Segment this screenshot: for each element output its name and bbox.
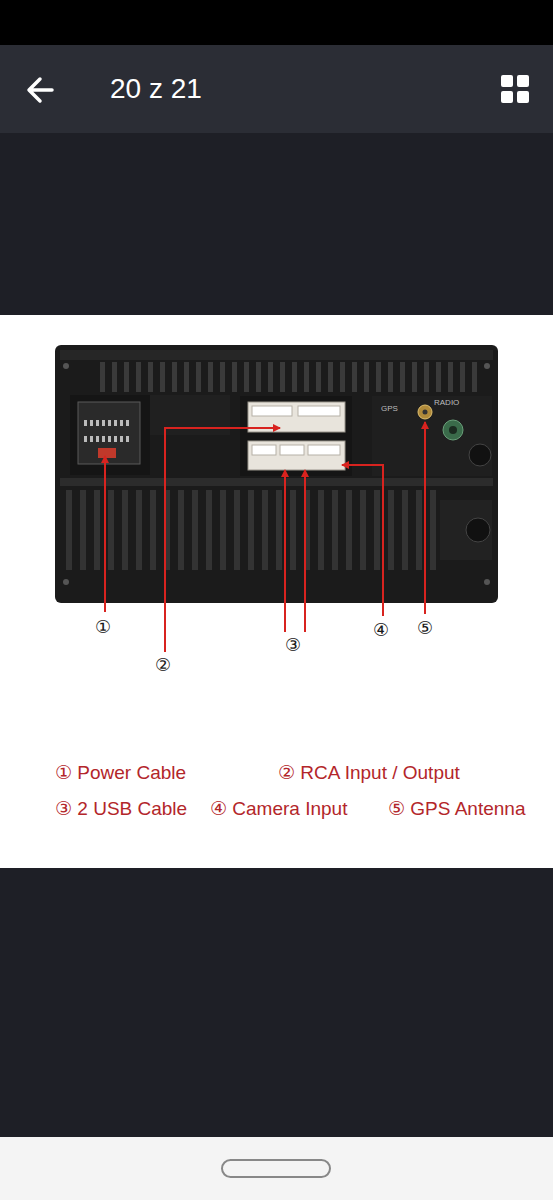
nav-pill xyxy=(222,1160,330,1177)
page-counter: 20 z 21 xyxy=(110,73,202,105)
legend-text: ① Power Cable xyxy=(55,762,186,784)
grid-icon xyxy=(501,75,529,103)
port-label: RADIO xyxy=(434,398,459,407)
callout-number: ③ xyxy=(285,635,301,656)
head-unit-rear xyxy=(55,345,498,603)
legend-text: ⑤ GPS Antenna xyxy=(388,798,525,820)
callout-number: ④ xyxy=(373,620,389,641)
callout-number: ② xyxy=(155,655,171,676)
back-arrow xyxy=(29,79,52,101)
legend-text: ② RCA Input / Output xyxy=(278,762,460,784)
legend-text: ③ 2 USB Cable xyxy=(55,798,187,820)
image-panel xyxy=(0,315,553,868)
leader-lines xyxy=(105,422,425,652)
header-bar xyxy=(0,45,553,133)
legend-text: ④ Camera Input xyxy=(210,798,347,820)
callout-number: ① xyxy=(95,617,111,638)
port-label: GPS xyxy=(381,404,398,413)
callout-number: ⑤ xyxy=(417,618,433,639)
